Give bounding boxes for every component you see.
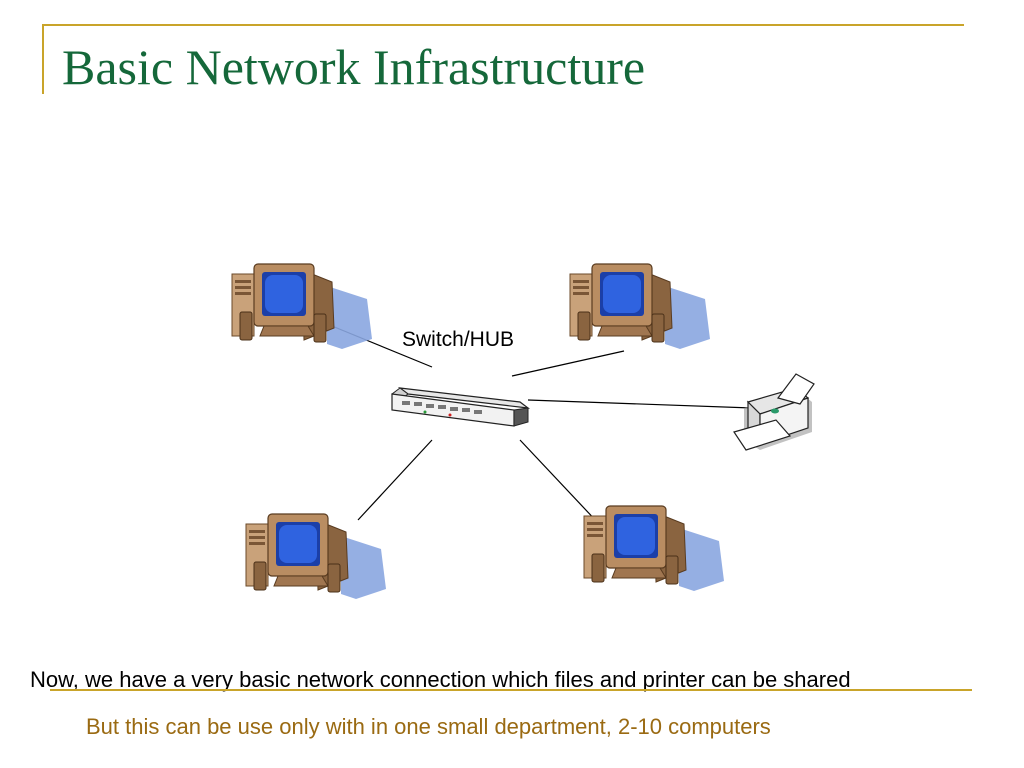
left-accent-line [42,24,44,94]
computer-bottom-left-icon [245,513,387,600]
caption-underline [50,689,972,691]
computer-top-right-icon [569,263,711,350]
caption-secondary: But this can be use only with in one sma… [86,714,771,739]
top-accent-line [42,24,964,26]
page-title: Basic Network Infrastructure [62,39,646,95]
switch-icon [391,387,531,427]
link-bottom-right [519,439,601,526]
link-printer [527,399,753,409]
link-bottom-left [357,439,433,521]
computer-bottom-right-icon [583,505,725,592]
printer-icon [733,373,815,451]
link-top-right [511,350,625,377]
switch-hub-label: Switch/HUB [402,328,515,351]
caption-primary: Now, we have a very basic network connec… [30,667,851,692]
computer-top-left-icon [231,263,373,350]
